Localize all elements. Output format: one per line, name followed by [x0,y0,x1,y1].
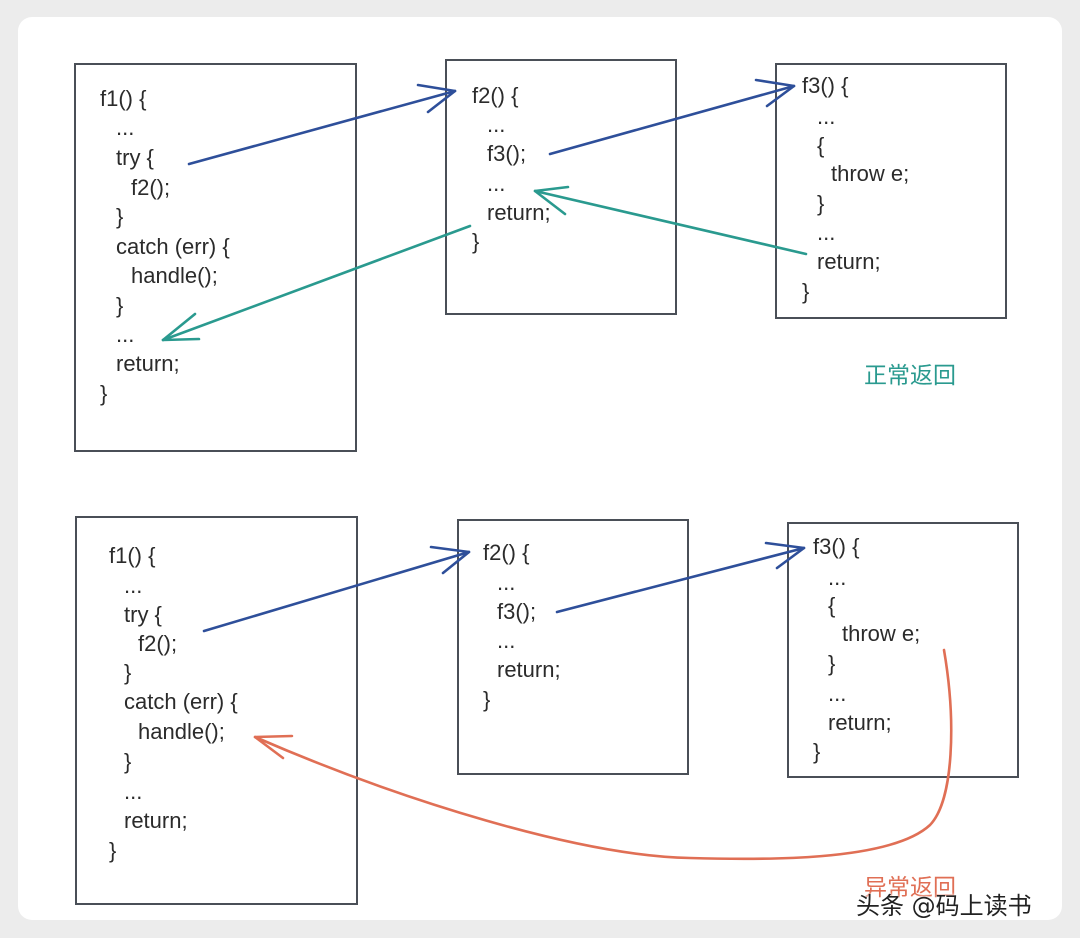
code-line: handle(); [138,719,225,744]
code-line: } [817,191,825,216]
code-line: throw e; [831,161,910,186]
code-line: f2(); [131,175,171,200]
exception-return-label: 异常返回 [864,875,956,901]
code-line: } [813,739,821,764]
code-line: ... [487,171,506,196]
code-line: ... [124,573,143,598]
code-line: f3(); [497,599,537,624]
return-arrow-f3-to-f2 [533,189,808,256]
arrowhead [533,185,570,216]
code-line: } [124,660,132,685]
code-line: return; [817,249,881,274]
call-arrow-f1-to-f2 [187,89,457,166]
code-line: } [116,293,124,318]
code-line: ... [124,779,143,804]
code-line: f2() { [472,83,519,108]
code-line: return; [828,710,892,735]
code-line: handle(); [131,263,218,288]
code-line: ... [828,681,847,706]
exception-arrow-f3-to-f1 [253,648,953,861]
code-line: f3() { [802,73,849,98]
code-line: ... [487,112,506,137]
code-line: return; [116,351,180,376]
code-line: } [802,279,810,304]
code-line: f2() { [483,540,530,565]
return-arrow-f2-to-f1 [161,224,472,342]
call-arrow-f1-to-f2 [202,550,471,633]
code-line: f3() { [813,534,860,559]
watermark: 头条 @码上读书 [856,892,1032,920]
code-line: } [116,204,124,229]
bottom-f1-box: f1() { ... try { f2(); } catch (err) { h… [75,516,358,905]
code-line: } [124,749,132,774]
arrowhead [764,541,806,570]
code-line: ... [497,628,516,653]
code-line: } [828,651,836,676]
top-f1-box: f1() { ... try { f2(); } catch (err) { h… [74,63,357,452]
top-f3-box: f3() { ... { throw e; } ... return; } [775,63,1007,319]
call-arrow-f2-to-f3 [548,84,796,156]
arrowhead [754,78,796,108]
code-line: f3(); [487,141,527,166]
arrowhead [429,545,471,575]
code-line: ... [828,565,847,590]
code-line: try { [124,602,162,627]
code-line: ... [817,220,836,245]
arrowhead [161,312,201,342]
bottom-f2-box: f2() { ... f3(); ... return; } [457,519,689,775]
code-line: f1() { [100,86,147,111]
code-line: throw e; [842,621,921,646]
code-line: ... [497,570,516,595]
code-line: ... [116,115,135,140]
code-line: return; [497,657,561,682]
bottom-f3-box: f3() { ... { throw e; } ... return; } [787,522,1019,778]
arrowhead [416,83,457,114]
code-line: catch (err) { [116,234,230,259]
arrowhead [253,734,294,760]
code-line: return; [124,808,188,833]
code-line: catch (err) { [124,689,238,714]
code-line: f1() { [109,543,156,568]
call-arrow-f2-to-f3 [555,546,806,614]
code-line: { [828,593,836,618]
normal-return-label: 正常返回 [864,363,956,389]
code-line: try { [116,145,154,170]
code-line: f2(); [138,631,178,656]
code-line: ... [817,104,836,129]
code-line: ... [116,322,135,347]
code-line: } [109,838,117,863]
code-line: } [472,229,480,254]
code-line: } [100,381,108,406]
code-line: return; [487,200,551,225]
code-line: } [483,687,491,712]
code-line: { [817,133,825,158]
